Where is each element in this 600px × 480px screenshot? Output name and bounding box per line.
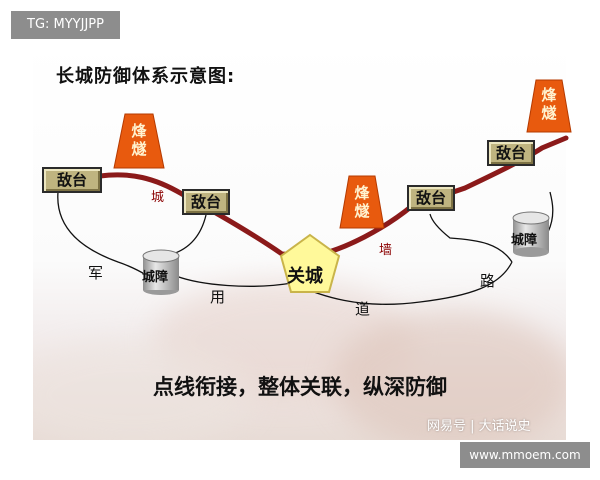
watchtower-1: 敌台 <box>42 167 102 193</box>
beacon-tower-icon <box>339 175 385 229</box>
watchtower-4: 敌台 <box>487 140 535 166</box>
beacon-tower-icon <box>113 113 165 169</box>
haze <box>33 340 253 440</box>
diagram-title: 长城防御体系示意图: <box>56 66 236 87</box>
cylinder-fort-icon <box>512 211 550 257</box>
beacon-label-2: 烽燧 <box>345 184 379 220</box>
beacon-label-text: 烽燧 <box>541 86 557 122</box>
watermark-bottom-right: www.mmoem.com <box>460 442 590 468</box>
fort-label-2: 城障 <box>511 233 538 248</box>
slogan: 点线衔接，整体关联，纵深防御 <box>153 375 447 399</box>
diagram-background <box>33 40 566 440</box>
credit-watermark: 网易号 | 大话说史 <box>427 419 531 434</box>
beacon-label-3: 烽燧 <box>532 86 566 122</box>
beacon-label-text: 烽燧 <box>131 122 147 158</box>
beacon-tower-icon <box>526 79 572 133</box>
fort-label-1: 城障 <box>142 270 169 285</box>
watchtower-3: 敌台 <box>407 185 455 211</box>
wall-label-qiang: 墙 <box>379 243 393 258</box>
cylinder-fort-icon <box>142 249 180 295</box>
road-label-jun: 军 <box>88 264 104 282</box>
road-label-lu: 路 <box>480 272 496 290</box>
beacon-label-1: 烽燧 <box>122 122 156 158</box>
military-road <box>57 191 554 305</box>
road-label-dao: 道 <box>355 300 371 318</box>
gate-label: 关城 <box>287 266 323 287</box>
pentagon-gate-icon <box>279 233 341 293</box>
wall-label-cheng: 城 <box>151 190 165 205</box>
haze <box>333 310 566 440</box>
road-label-yong: 用 <box>210 288 226 306</box>
watchtower-2: 敌台 <box>182 189 230 215</box>
beacon-label-text: 烽燧 <box>354 184 370 220</box>
watermark-top-left: TG: MYYJJPP <box>11 11 120 39</box>
